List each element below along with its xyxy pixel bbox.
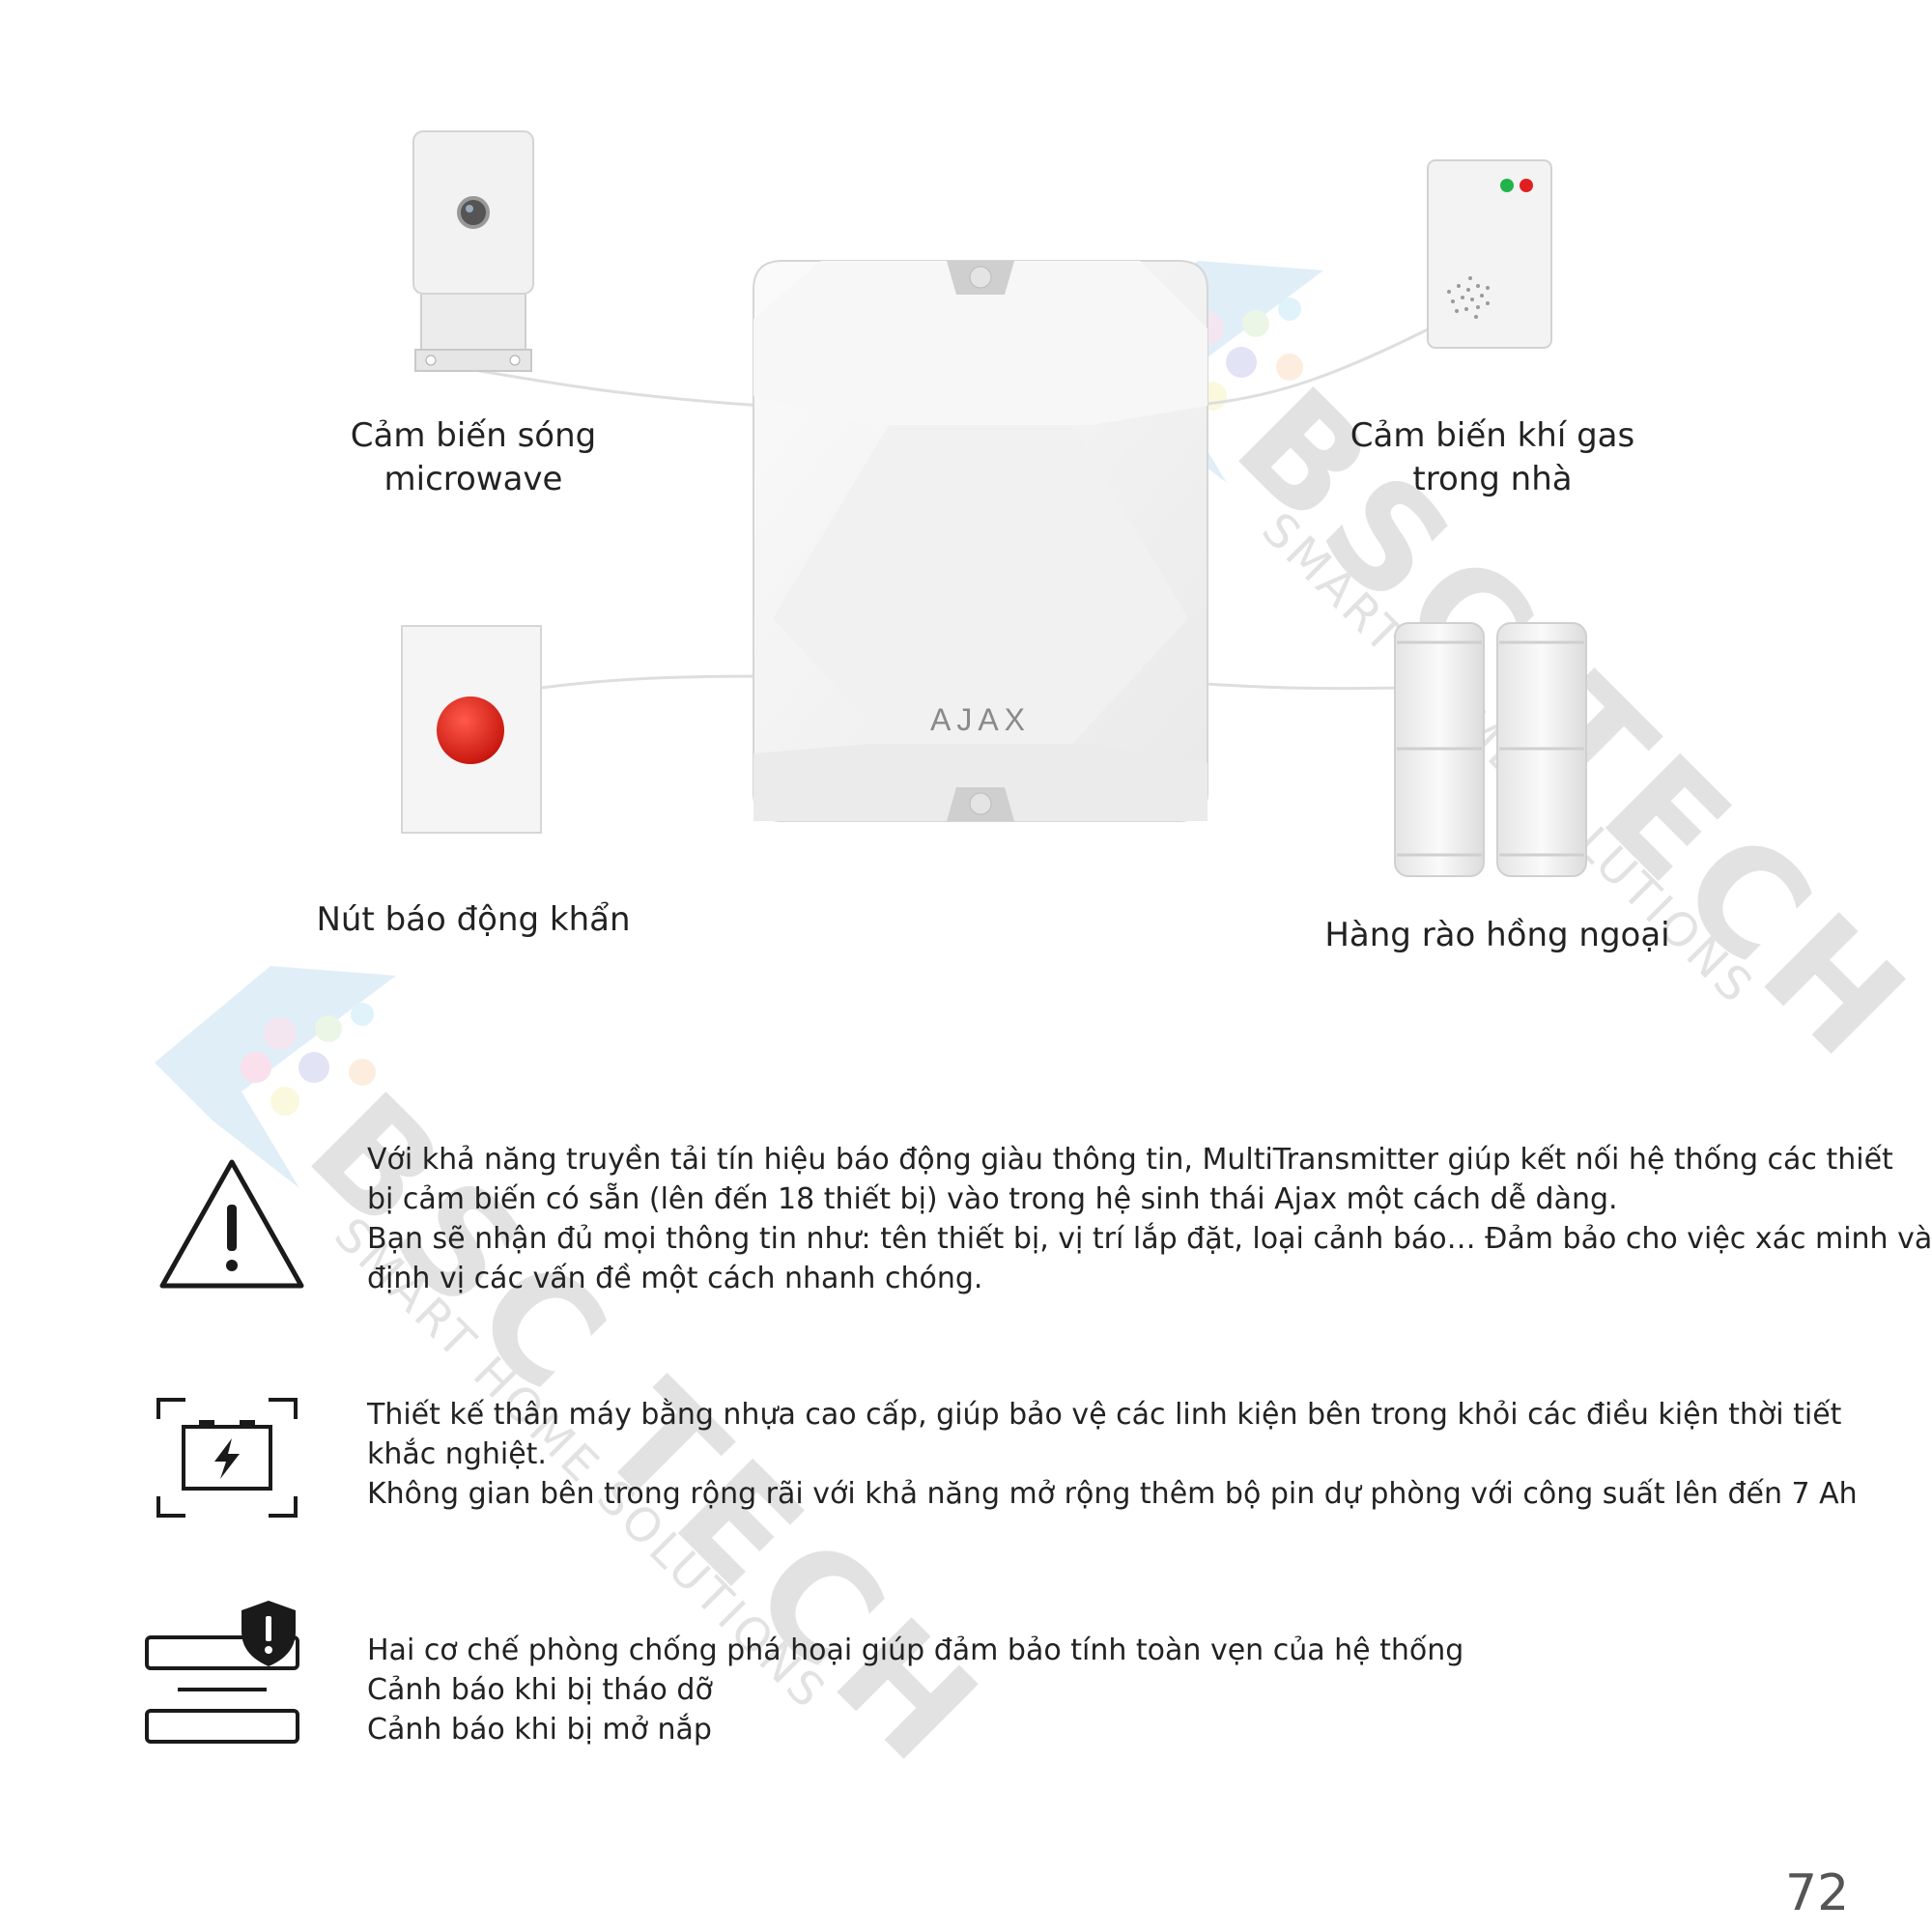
label-line: trong nhà [1412,460,1573,498]
label-line: Cảm biến khí gas [1350,416,1635,455]
device-diagram: AJAX [401,130,1587,877]
feature-tamper-text: Hai cơ chế phòng chống phá hoại giúp đảm… [367,1631,1463,1749]
text-line: bị cảm biến có sẵn (lên đến 18 thiết bị)… [367,1182,1618,1216]
text-line: Cảnh báo khi bị tháo dỡ [367,1673,713,1707]
label-microwave-sensor: Cảm biến sóng microwave [319,414,628,501]
gas-sensor [1427,159,1552,349]
panic-button-device [401,625,542,834]
tamper-shield-icon [143,1599,307,1757]
page-number: 72 [1785,1864,1850,1922]
label-line: Cảm biến sóng [350,416,597,455]
warning-icon [155,1154,309,1298]
label-gas-sensor: Cảm biến khí gas trong nhà [1333,414,1652,501]
label-line: microwave [384,460,563,498]
watermark-bottom: BSC TECH SMART HOME SOLUTIONS [155,956,1014,1800]
label-infrared-beam: Hàng rào hồng ngoại [1323,914,1671,957]
text-line: Không gian bên trong rộng rãi với khả nă… [367,1477,1858,1511]
watermark-logo-icon [155,966,396,1188]
feature-battery-text: Thiết kế thân máy bằng nhựa cao cấp, giú… [367,1395,1858,1514]
feature-warning-text: Với khả năng truyền tải tín hiệu báo độn… [367,1140,1932,1298]
infrared-beam-device [1394,622,1587,877]
hub-logo: AJAX [930,702,1031,737]
text-line: Thiết kế thân máy bằng nhựa cao cấp, giú… [367,1398,1842,1432]
text-line: Hai cơ chế phòng chống phá hoại giúp đảm… [367,1634,1464,1667]
label-line: Hàng rào hồng ngoại [1324,916,1670,954]
text-line: Với khả năng truyền tải tín hiệu báo độn… [367,1143,1893,1177]
microwave-sensor [412,130,534,372]
multitransmitter-hub: AJAX [753,260,1208,822]
text-line: khắc nghiệt. [367,1437,547,1471]
label-line: Nút báo động khẩn [316,900,631,939]
text-line: Cảnh báo khi bị mở nắp [367,1713,712,1747]
label-panic-button: Nút báo động khẩn [309,898,638,942]
battery-charge-icon [155,1396,299,1525]
text-line: định vị các vấn đề một cách nhanh chóng. [367,1262,983,1295]
text-line: Bạn sẽ nhận đủ mọi thông tin như: tên th… [367,1222,1932,1256]
